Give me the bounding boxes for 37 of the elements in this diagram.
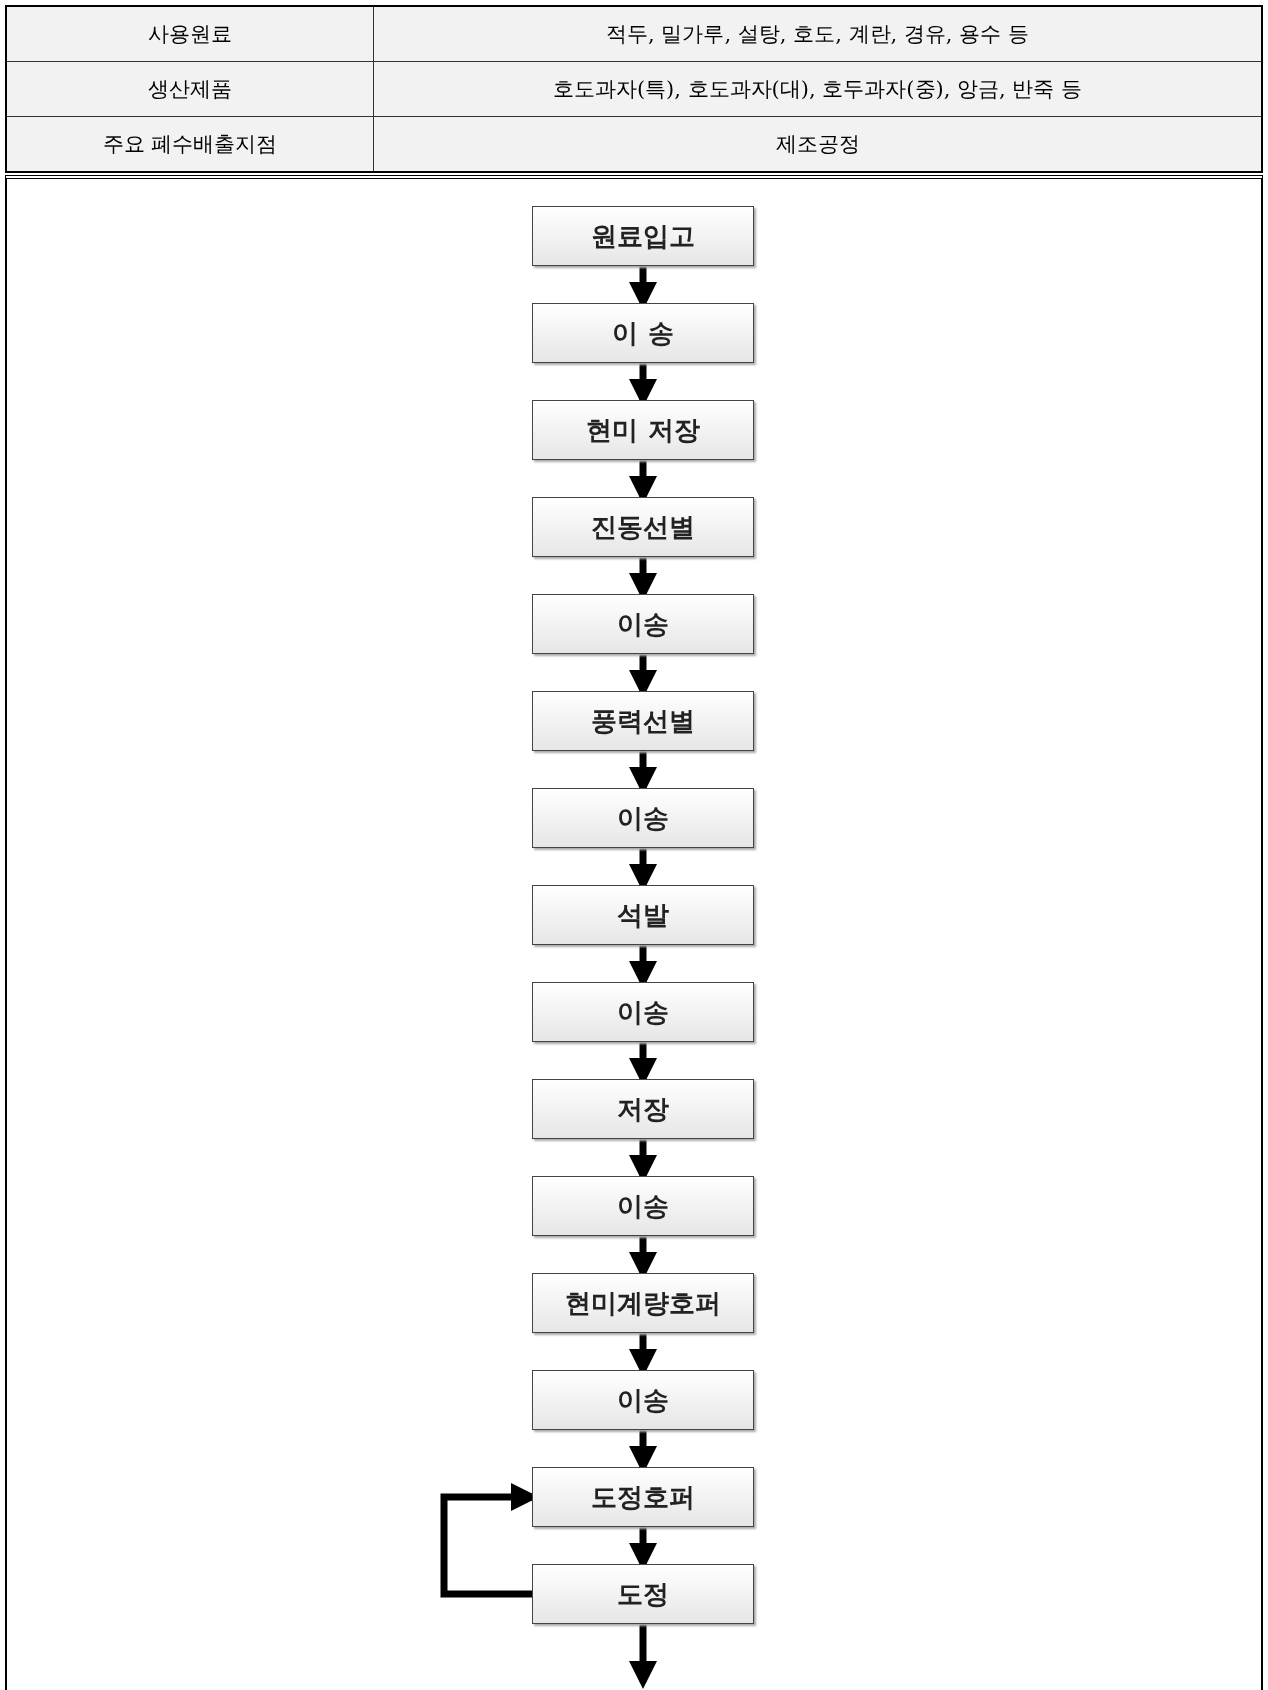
- process-box: [532, 1176, 754, 1236]
- process-label: 저장: [617, 1092, 669, 1126]
- process-label: 이송: [617, 1383, 669, 1417]
- process-label: 이송: [617, 801, 669, 835]
- process-label: 이송: [617, 1189, 669, 1223]
- process-box: [532, 206, 754, 266]
- row-header-cell: 사용원료: [6, 6, 374, 62]
- arrow: [629, 1624, 657, 1689]
- process-box: [532, 1467, 754, 1527]
- process-box: [532, 1079, 754, 1139]
- table-cell: 제조공정: [373, 116, 1262, 172]
- process-label: 도정: [617, 1577, 669, 1611]
- row-header-cell: 주요 폐수배출지점: [6, 116, 374, 172]
- process-box: [532, 1564, 754, 1624]
- table-cell: 적두, 밀가루, 설탕, 호도, 계란, 경유, 용수 등: [373, 6, 1262, 62]
- row-header-cell: 생산제품: [6, 61, 374, 117]
- process-label: 풍력선별: [591, 704, 695, 738]
- process-label: 석발: [617, 898, 669, 932]
- table-cell: 호도과자(특), 호도과자(대), 호두과자(중), 앙금, 반죽 등: [373, 61, 1262, 117]
- process-box: [532, 400, 754, 460]
- process-label: 도정호퍼: [591, 1480, 695, 1514]
- process-box: [532, 497, 754, 557]
- process-label: 이송: [617, 995, 669, 1029]
- process-label: 현미계량호퍼: [565, 1286, 721, 1320]
- process-box: [532, 1273, 754, 1333]
- process-label: 현미 저장: [586, 413, 700, 447]
- process-box: [532, 691, 754, 751]
- process-box: [532, 1370, 754, 1430]
- process-box: [532, 982, 754, 1042]
- process-label: 원료입고: [591, 219, 695, 253]
- process-label: 이 송: [612, 316, 674, 350]
- process-box: [532, 885, 754, 945]
- process-label: 이송: [617, 607, 669, 641]
- process-box: [532, 303, 754, 363]
- process-label: 진동선별: [591, 510, 695, 544]
- process-box: [532, 594, 754, 654]
- process-box: [532, 788, 754, 848]
